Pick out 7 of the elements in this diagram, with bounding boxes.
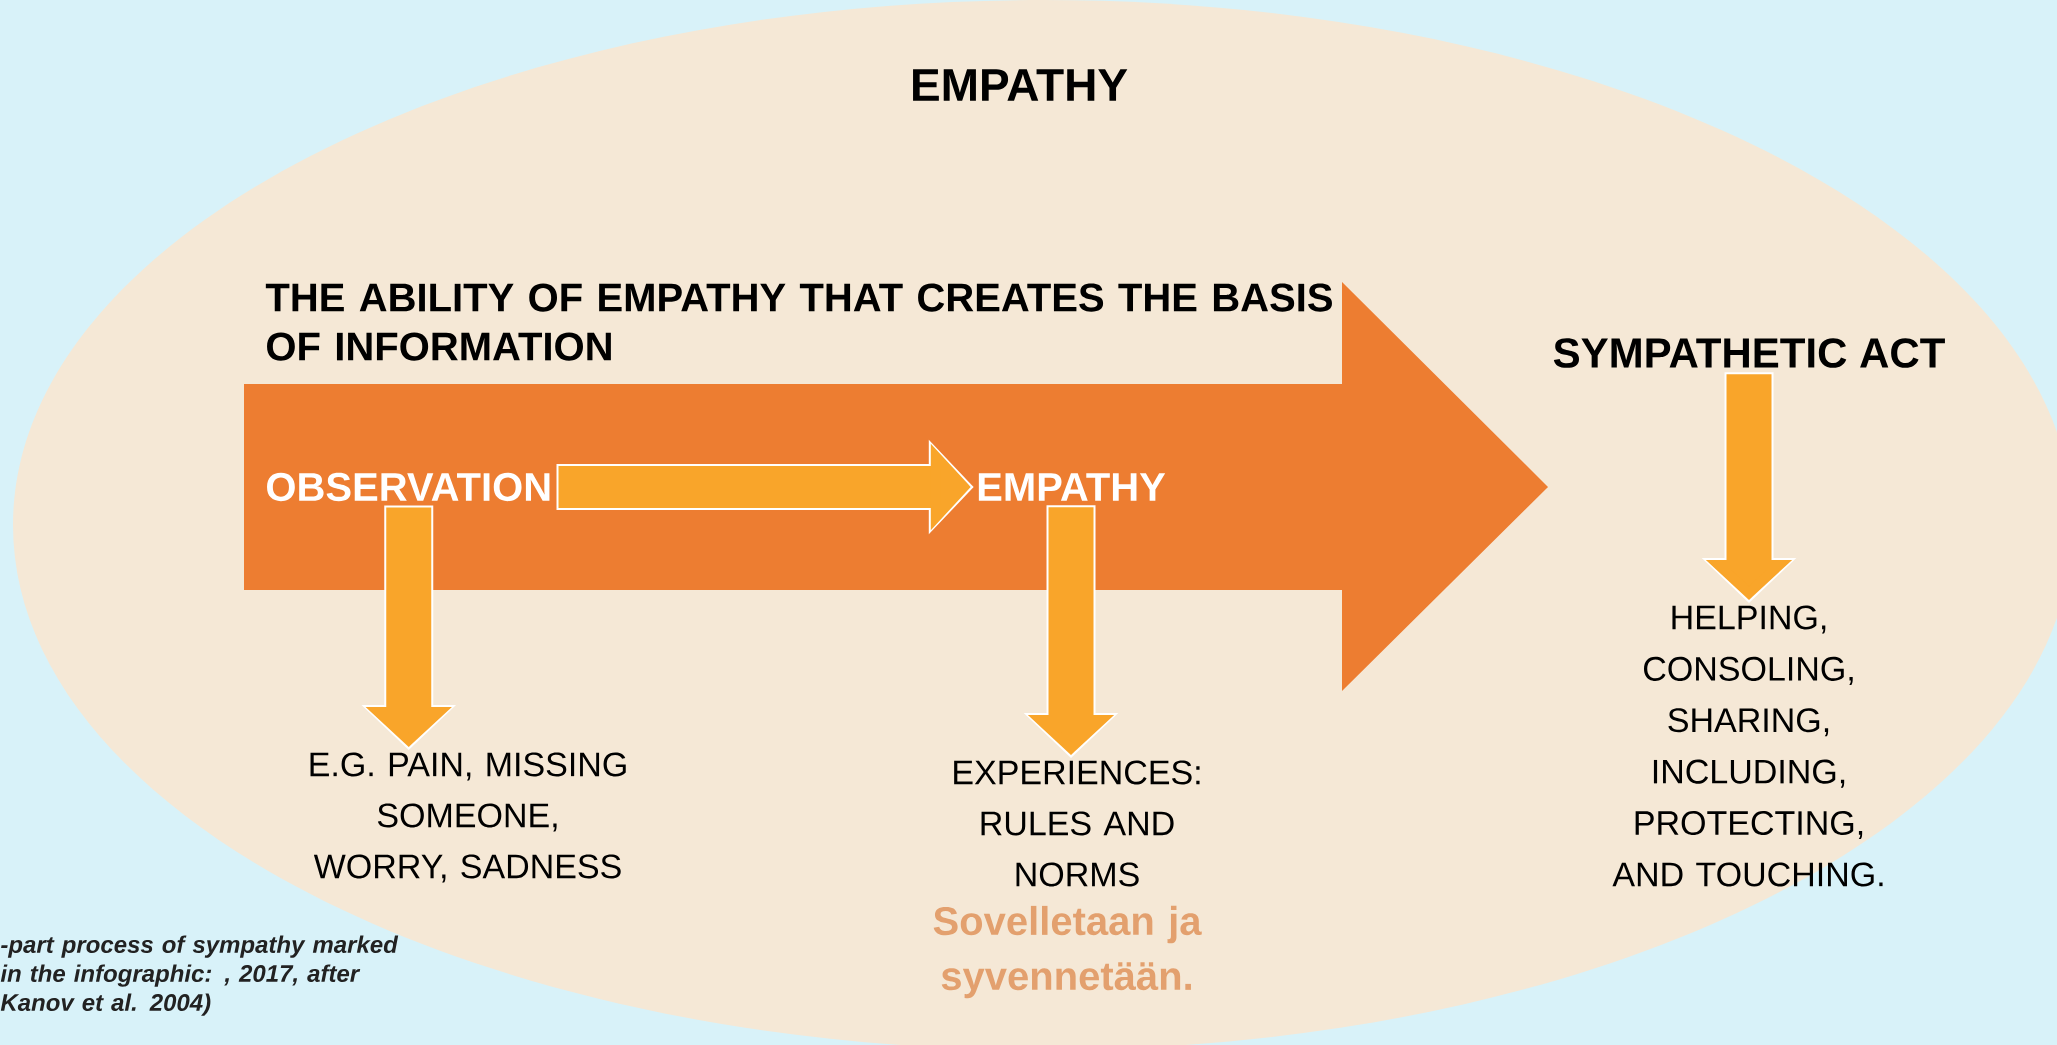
stage-label: OBSERVATION [267, 472, 550, 502]
stage-heading: SYMPATHETIC ACT [1553, 338, 1945, 368]
faded-text: Sovelletaan ja syvennetään. [933, 905, 1202, 999]
description-text: HELPING, CONSOLING, SHARING, INCLUDING, PROTECTING, AND TOUCHING. [1612, 605, 1883, 887]
description-text: E.G. PAIN, MISSING SOMEONE, WORRY, SADNESS [310, 752, 626, 883]
description-text: EXPERIENCES: RULES AND NORMS [954, 760, 1200, 887]
stage-label: EMPATHY [978, 473, 1166, 501]
